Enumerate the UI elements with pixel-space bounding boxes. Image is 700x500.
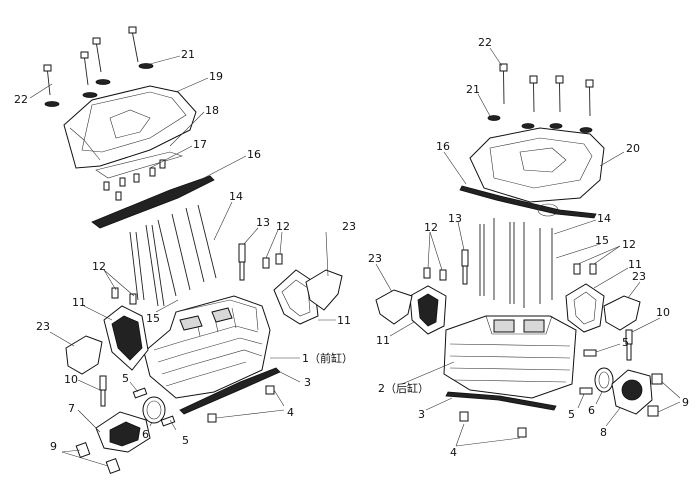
callout-11a-left: 11 xyxy=(72,296,86,309)
base-gasket-right xyxy=(445,391,557,411)
callout-6-left: 6 xyxy=(142,428,149,441)
callout-21-right: 21 xyxy=(466,83,480,96)
callout-12a-left: 12 xyxy=(276,220,290,233)
dowels-right xyxy=(459,411,527,438)
callout-13-left: 13 xyxy=(256,216,270,229)
callout-10-right: 10 xyxy=(656,306,670,319)
dowels-left xyxy=(207,385,275,423)
callout-16-right: 16 xyxy=(436,140,450,153)
leaders-right xyxy=(375,47,681,447)
cylinder-head-front xyxy=(143,295,271,399)
valve-cover-bolts-left xyxy=(43,26,154,107)
callout-5b-left: 5 xyxy=(182,434,189,447)
callout-11a-right: 11 xyxy=(376,334,390,347)
callout-11b-right: 11 xyxy=(628,258,642,271)
front-cylinder-assembly: 22 21 19 18 17 16 14 13 12 12 15 11 11 2… xyxy=(14,26,356,474)
pins-right xyxy=(579,349,597,395)
callout-15-right: 15 xyxy=(595,234,609,247)
callout-9-left: 9 xyxy=(50,440,57,453)
callout-12b-left: 12 xyxy=(92,260,106,273)
callout-10-left: 10 xyxy=(64,373,78,386)
labels-right: 22 21 16 20 13 14 12 12 15 23 23 11 11 1… xyxy=(368,36,689,459)
callout-22-left: 22 xyxy=(14,93,28,106)
small-bolts-left xyxy=(103,159,166,201)
callout-19-left: 19 xyxy=(209,70,223,83)
valve-cover-right xyxy=(469,127,605,203)
head-gasket-right xyxy=(459,185,597,219)
callout-14-left: 14 xyxy=(229,190,243,203)
callout-13-right: 13 xyxy=(448,212,462,225)
intake-manifold-right xyxy=(611,369,653,415)
small-cover-23a-left xyxy=(305,269,343,311)
cylinder-head-rear xyxy=(443,315,577,399)
callout-8-right: 8 xyxy=(600,426,607,439)
spark-plug-right xyxy=(461,249,469,285)
callout-21-left: 21 xyxy=(181,48,195,61)
callout-12b-right: 12 xyxy=(622,238,636,251)
labels-left: 22 21 19 18 17 16 14 13 12 12 15 11 11 2… xyxy=(14,48,356,453)
gasket-grid-left xyxy=(103,305,149,371)
callout-17-left: 17 xyxy=(193,138,207,151)
o-ring-right xyxy=(594,367,614,393)
callout-3-left: 3 xyxy=(304,376,311,389)
rear-cylinder-assembly: 22 21 16 20 13 14 12 12 15 23 23 11 11 1… xyxy=(368,36,689,459)
callout-14-right: 14 xyxy=(597,212,611,225)
cover-gasket-left xyxy=(95,151,183,179)
small-cover-23b-left xyxy=(65,335,103,375)
spark-plug-left xyxy=(238,243,246,281)
o-ring-left xyxy=(142,396,166,424)
callout-23b-left: 23 xyxy=(36,320,50,333)
short-bolts-right xyxy=(423,263,597,281)
callout-16-left: 16 xyxy=(247,148,261,161)
callout-23a-right: 23 xyxy=(368,252,382,265)
head-gasket-left xyxy=(91,175,215,229)
gasket-grid-right xyxy=(409,285,447,335)
leaders-left xyxy=(29,55,336,467)
callout-12a-right: 12 xyxy=(424,221,438,234)
callout-7-left: 7 xyxy=(68,402,75,415)
pins-left xyxy=(132,387,176,427)
callout-15-left: 15 xyxy=(146,312,160,325)
caps-left xyxy=(75,442,121,474)
small-cover-23a-right xyxy=(375,289,413,325)
spark-plug-10-right xyxy=(625,329,633,361)
callout-20-right: 20 xyxy=(626,142,640,155)
gasket-outline-right xyxy=(565,283,605,333)
callout-6-right: 6 xyxy=(588,404,595,417)
small-cover-23b-right xyxy=(603,295,641,331)
callout-23b-right: 23 xyxy=(632,270,646,283)
callout-4-left: 4 xyxy=(287,406,294,419)
valve-cover-left xyxy=(63,85,197,169)
callout-5a-right: 5 xyxy=(622,336,629,349)
caps-right xyxy=(647,373,663,417)
callout-9-right: 9 xyxy=(682,396,689,409)
callout-3-right: 3 xyxy=(418,408,425,421)
callout-23a-left: 23 xyxy=(342,220,356,233)
callout-22-right: 22 xyxy=(478,36,492,49)
callout-18-left: 18 xyxy=(205,104,219,117)
valve-cover-bolts-right xyxy=(487,63,594,133)
callout-5b-right: 5 xyxy=(568,408,575,421)
callout-4-right: 4 xyxy=(450,446,457,459)
callout-11b-left: 11 xyxy=(337,314,351,327)
callout-2-right: 2（后缸） xyxy=(378,381,429,395)
intake-manifold-left xyxy=(95,411,151,453)
cylinder-studs-left xyxy=(129,204,217,307)
callout-5a-left: 5 xyxy=(122,372,129,385)
cylinder-studs-right xyxy=(479,218,553,308)
callout-1-left: 1（前缸） xyxy=(302,351,353,365)
spark-plug-10-left xyxy=(99,375,107,407)
